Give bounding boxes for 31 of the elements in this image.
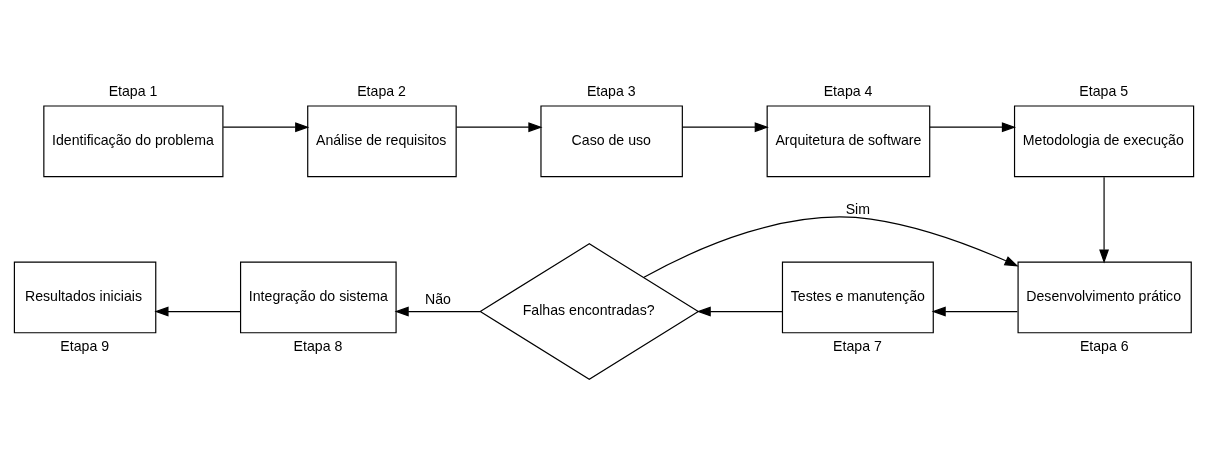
node-label: Etapa 5 [1079,82,1129,98]
arrow [222,121,310,132]
arrow [455,121,543,132]
node-label: Etapa 2 [357,82,406,98]
node-box: Identificação do problema [43,104,224,177]
node-box: Integração do sistema [240,261,397,333]
node-label: Etapa 1 [108,82,158,98]
node-label: Etapa 4 [823,82,873,98]
edge-label: Não [425,290,451,307]
edge-label: Sim [845,200,871,217]
node-box: Análise de requisitos [307,104,457,177]
arrow [929,121,1016,132]
node-label: Etapa 9 [60,337,110,354]
arrow [931,306,1018,316]
arrow [154,306,241,316]
node-label: Etapa 3 [586,82,636,98]
node-box: Resultados iniciais [13,261,157,333]
arrow [643,216,1019,278]
arrow [1099,176,1110,264]
node-label: Etapa 7 [833,337,882,354]
node-box: Arquitetura de software [766,104,931,177]
node-label: Etapa 6 [1079,337,1129,354]
node-diamond: Falhas encontradas? [479,242,700,380]
node-box: Metodologia de execução [1013,104,1195,177]
node-label: Etapa 8 [293,337,343,354]
node-box: Desenvolvimento prático [1017,261,1192,333]
arrow [681,121,769,132]
arrow [696,306,783,316]
node-box: Testes e manutenção [781,261,934,333]
arrow [394,306,481,316]
node-box: Caso de uso [540,104,683,177]
